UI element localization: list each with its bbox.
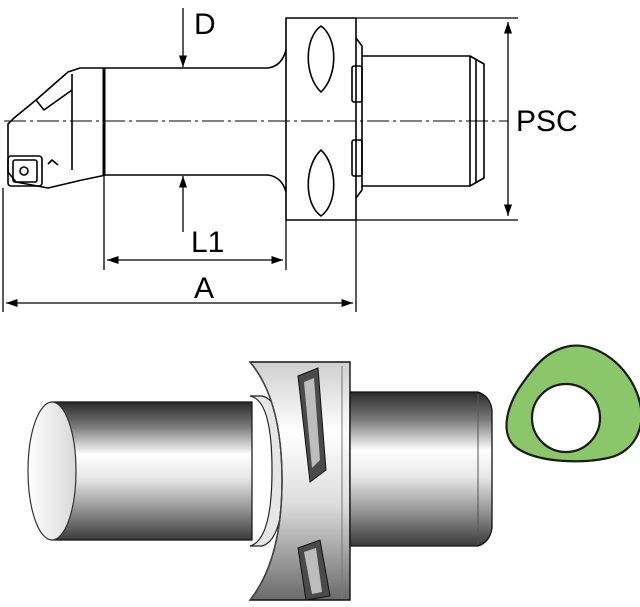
holder-3d-render — [27, 361, 493, 601]
cutting-head — [7, 67, 107, 189]
polygon-shank — [355, 37, 485, 199]
render-shank — [51, 401, 253, 541]
dimensions — [2, 8, 518, 312]
label-a: A — [194, 272, 214, 305]
label-d: D — [194, 8, 216, 41]
render-polygon-shank — [349, 391, 493, 547]
technical-drawing — [4, 17, 508, 221]
label-l1: L1 — [191, 226, 224, 259]
label-psc: PSC — [516, 105, 578, 138]
polygon-profile-icon — [505, 344, 640, 463]
flange — [285, 17, 363, 221]
render-shank-end-face — [27, 401, 77, 541]
boring-bar — [106, 49, 287, 193]
